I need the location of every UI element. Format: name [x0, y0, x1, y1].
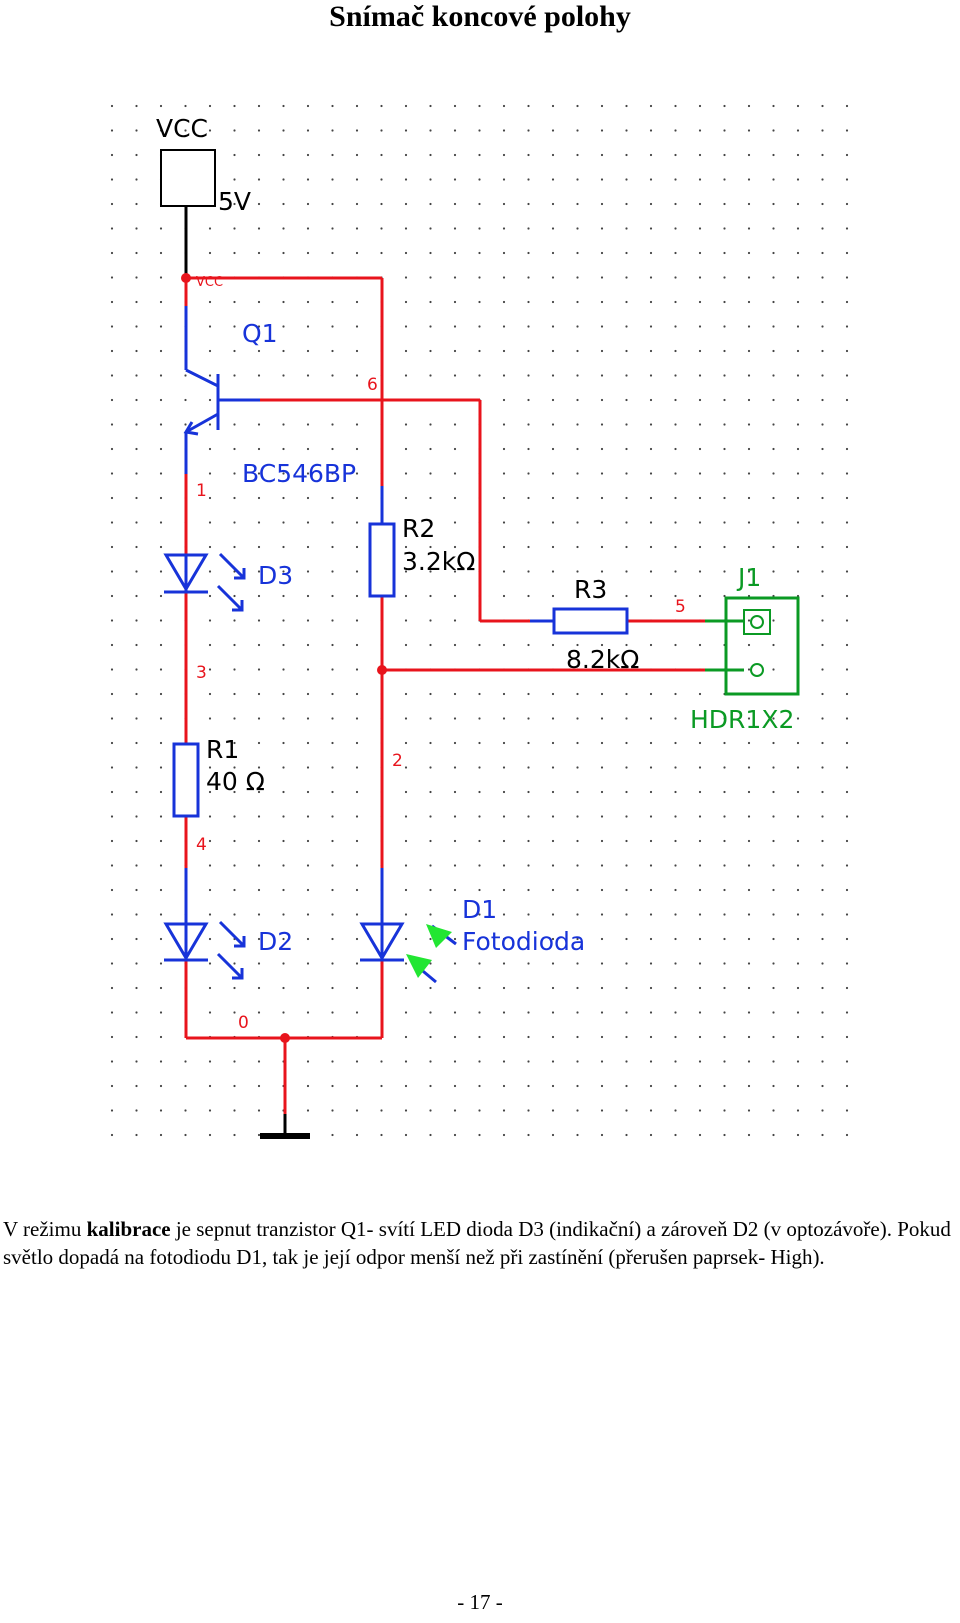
q1-name: Q1 — [242, 319, 278, 348]
node-0-label: 0 — [238, 1013, 249, 1033]
r1-resistor-symbol — [172, 742, 200, 818]
page-title: Snímač koncové polohy — [329, 0, 631, 33]
vcc-label: VCC — [156, 114, 208, 143]
node-4-label: 4 — [196, 835, 207, 855]
d1-desc: Fotodioda — [462, 927, 585, 956]
d2-name: D2 — [258, 927, 293, 956]
page-number: - 17 - — [457, 1590, 503, 1614]
junction-dots — [181, 273, 387, 1043]
node-3-label: 3 — [196, 663, 207, 683]
vcc-source — [160, 149, 216, 278]
node-2-label: 2 — [392, 751, 403, 771]
j1-header-symbol — [705, 596, 800, 696]
r2-resistor-symbol — [368, 486, 396, 598]
caption-pre: V režimu — [3, 1217, 87, 1241]
d1-name: D1 — [462, 895, 497, 924]
d3-name: D3 — [258, 561, 293, 590]
q1-transistor-symbol — [183, 306, 260, 474]
caption-keyword: kalibrace — [86, 1217, 171, 1241]
node-6-label: 6 — [367, 375, 378, 395]
r1-value: 40 Ω — [206, 767, 265, 796]
caption-body: je sepnut tranzistor Q1- svítí LED dioda… — [3, 1217, 951, 1269]
node-1-label: 1 — [196, 481, 207, 501]
q1-part: BC546BP — [242, 459, 356, 488]
j1-name: J1 — [736, 563, 761, 592]
r3-resistor-symbol — [530, 607, 629, 635]
r3-value: 8.2kΩ — [566, 645, 639, 674]
r1-name: R1 — [206, 735, 239, 764]
node-5-label: 5 — [675, 597, 686, 617]
r2-name: R2 — [402, 514, 435, 543]
d1-light-arrows — [406, 924, 452, 978]
d2-led-symbol — [163, 868, 246, 980]
vcc-value: 5V — [218, 187, 251, 216]
r3-name: R3 — [574, 575, 607, 604]
j1-part: HDR1X2 — [690, 705, 794, 734]
ground-symbol — [260, 1114, 310, 1139]
dot-grid — [92, 92, 852, 1157]
circuit-schematic: VCC 5V VCC Q1 BC — [92, 92, 852, 1157]
d3-led-symbol — [163, 552, 246, 612]
r2-value: 3.2kΩ — [402, 547, 475, 576]
caption-paragraph: V režimu kalibrace je sepnut tranzistor … — [3, 1215, 953, 1271]
